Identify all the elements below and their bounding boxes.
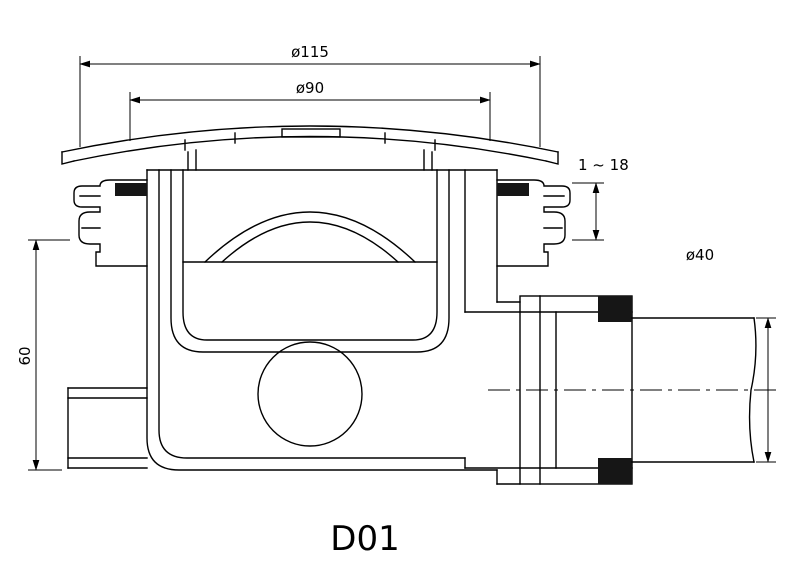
- dim-label-adjust: 1 ~ 18: [578, 156, 629, 174]
- body-walls: [146, 169, 498, 471]
- dimension-top-outer: ø115: [79, 43, 541, 147]
- thread-seal-top: [598, 296, 632, 322]
- seal-gasket: [115, 183, 147, 196]
- thread-seal-bottom: [598, 458, 632, 484]
- dim-label-90: ø90: [296, 79, 324, 97]
- dim-label-115: ø115: [291, 43, 329, 61]
- trap-bore-circle: [257, 341, 363, 447]
- dim-label-60: 60: [16, 346, 34, 365]
- right-clamp-flange: [496, 179, 571, 267]
- pipe-break-line: [748, 317, 757, 463]
- dimensions: ø115 ø90 1 ~ 18 60 ø40: [16, 43, 776, 471]
- trap-cup: [170, 169, 450, 447]
- drain-body-geometry: [61, 125, 780, 485]
- dimension-body-height: 60: [16, 239, 70, 471]
- dimension-adjustment-range: 1 ~ 18: [572, 156, 629, 241]
- outlet-pipe: [631, 317, 757, 463]
- left-stub-pipe: [67, 387, 148, 469]
- dimension-outlet-diameter: ø40: [686, 246, 776, 463]
- dome-cap: [61, 125, 559, 171]
- left-clamp-flange: [73, 179, 148, 267]
- dimension-top-inner: ø90: [129, 79, 491, 141]
- cap-slot: [281, 128, 341, 138]
- drawing-title: D01: [330, 519, 399, 559]
- lift-arch: [204, 211, 416, 263]
- dim-label-40: ø40: [686, 246, 714, 264]
